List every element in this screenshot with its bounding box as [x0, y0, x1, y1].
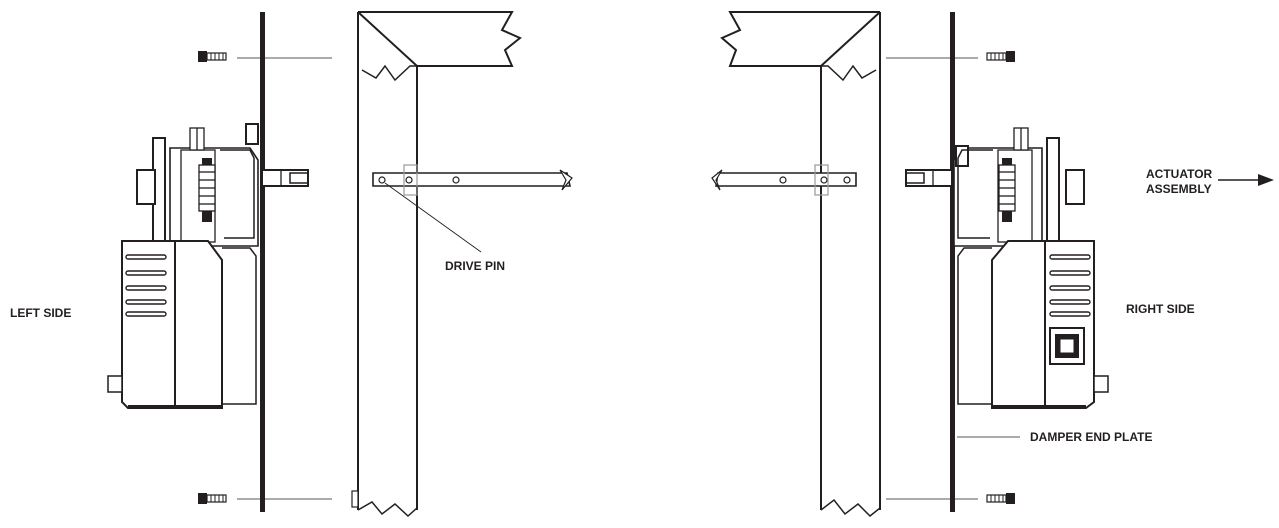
left-damper-frame: [357, 11, 522, 518]
damper-end-plate-label: DAMPER END PLATE: [1030, 430, 1153, 444]
right-side-label: RIGHT SIDE: [1126, 302, 1195, 316]
arrow-right-icon: [1218, 174, 1274, 186]
screw-icon: [986, 51, 1015, 62]
left-assembly: [107, 11, 573, 518]
drive-pin-label: DRIVE PIN: [445, 259, 506, 273]
actuator-assembly-label-line2: ASSEMBLY: [1146, 182, 1212, 196]
screw-icon: [198, 51, 227, 62]
right-drive-arm: [711, 164, 857, 196]
left-end-plate: [260, 12, 265, 512]
left-drive-arm: [372, 164, 573, 253]
actuator-body-icon: [107, 123, 309, 409]
screw-icon: [198, 493, 227, 504]
actuator-body-icon: [905, 127, 1109, 409]
actuator-assembly-label-line1: ACTUATOR: [1146, 167, 1213, 181]
right-damper-frame: [720, 11, 881, 518]
right-assembly: [711, 11, 1109, 518]
left-side-label: LEFT SIDE: [10, 306, 72, 320]
screw-icon: [986, 493, 1015, 504]
right-end-plate: [950, 12, 955, 512]
